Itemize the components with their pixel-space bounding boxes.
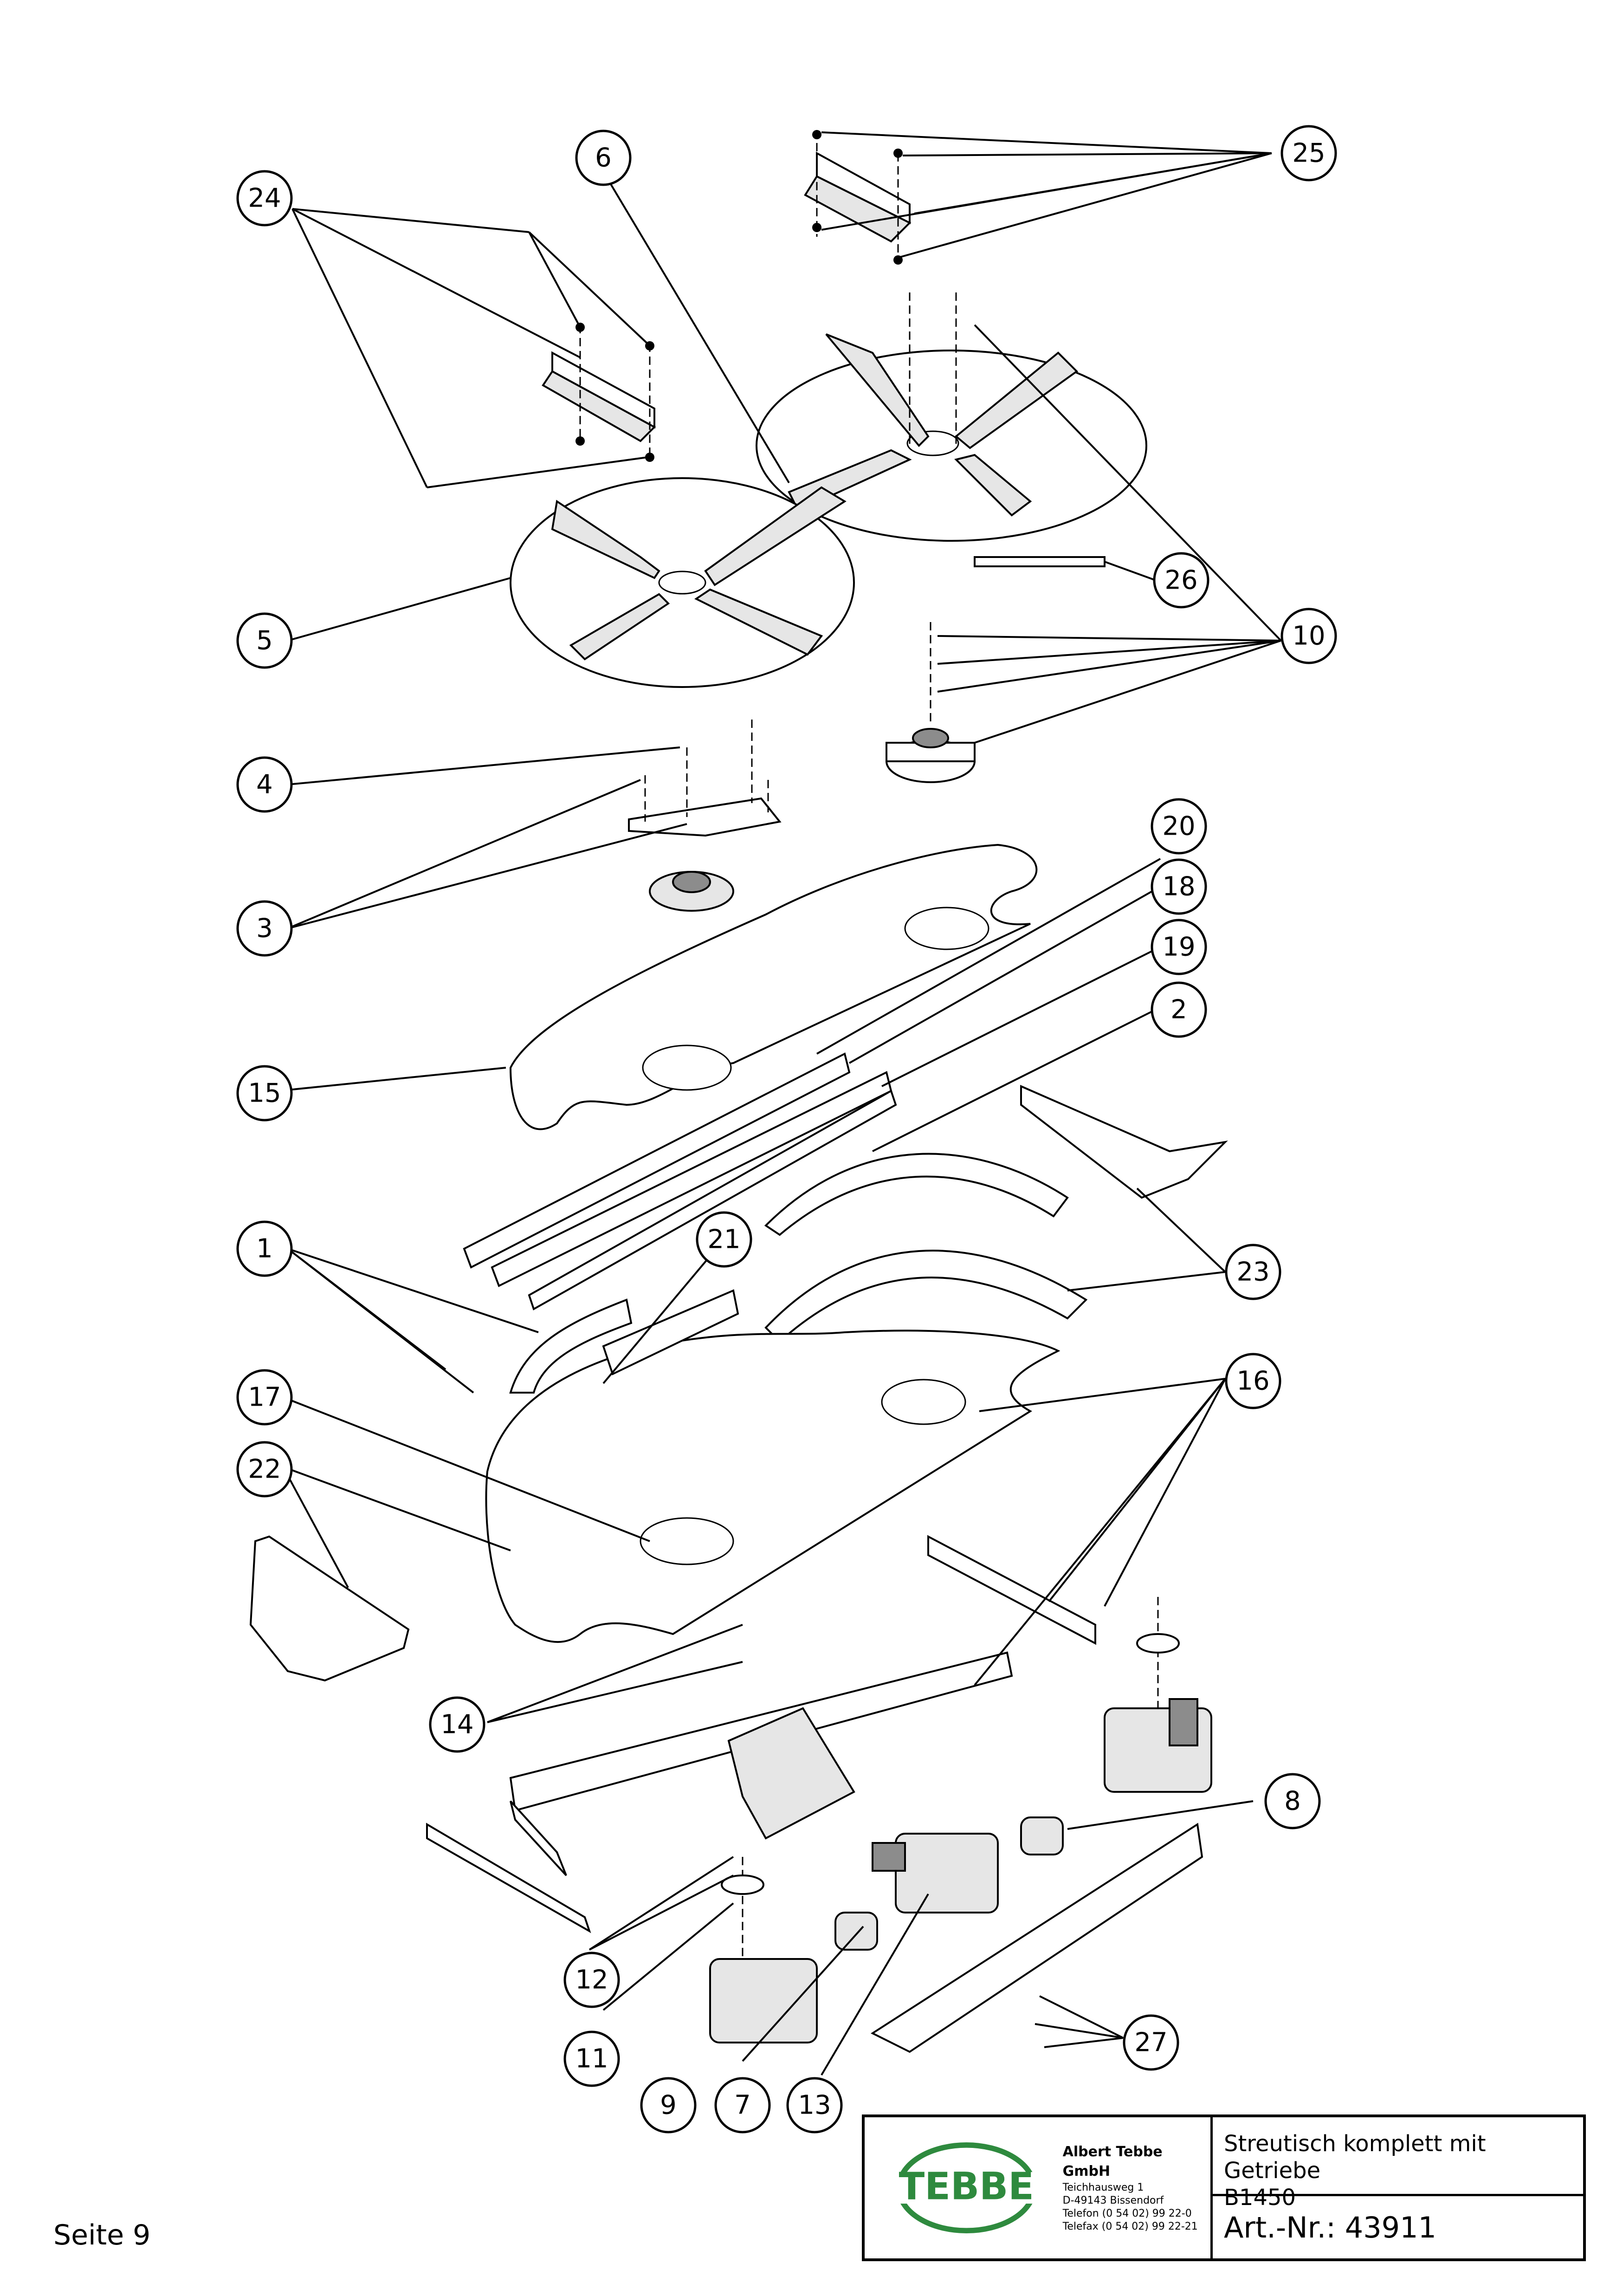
page-number: Seite 9 — [53, 2219, 151, 2251]
leader-lines — [278, 131, 1282, 2076]
callout-16: 16 — [1225, 1353, 1281, 1409]
part-mounting-plate — [628, 720, 782, 837]
callout-3: 3 — [236, 900, 293, 957]
svg-text:13: 13 — [798, 2090, 831, 2121]
part-spreader-disc-left — [510, 477, 855, 688]
svg-text:1: 1 — [256, 1234, 273, 1264]
svg-text:21: 21 — [707, 1225, 740, 1255]
part-coupling-left — [834, 1912, 878, 1951]
callout-2: 2 — [1151, 981, 1207, 1038]
svg-text:11: 11 — [575, 2044, 608, 2074]
part-hub — [886, 622, 976, 783]
description-line: Streutisch komplett mit Getriebe — [1224, 2131, 1486, 2184]
address-line: D-49143 Bissendorf — [1062, 2195, 1164, 2206]
svg-text:27: 27 — [1134, 2028, 1167, 2058]
callout-1: 1 — [236, 1220, 293, 1277]
svg-text:TEBBE: TEBBE — [899, 2164, 1034, 2208]
svg-text:18: 18 — [1162, 872, 1195, 902]
part-chassis — [426, 1535, 1096, 1933]
callout-4: 4 — [236, 756, 293, 813]
svg-text:8: 8 — [1284, 1786, 1301, 1816]
callout-5: 5 — [236, 612, 293, 669]
svg-text:23: 23 — [1236, 1257, 1269, 1287]
title-block-company: TEBBE Albert Tebbe GmbH Teichhausweg 1 D… — [865, 2117, 1213, 2258]
svg-text:2: 2 — [1170, 995, 1187, 1025]
part-gearbox-left — [709, 1857, 818, 2043]
part-gearbox-middle — [872, 1833, 999, 1913]
callout-27: 27 — [1123, 2014, 1179, 2071]
part-coupling-right — [1020, 1816, 1064, 1855]
part-bracket-top — [804, 130, 912, 265]
callout-25: 25 — [1280, 125, 1337, 182]
callout-11: 11 — [563, 2030, 620, 2087]
part-side-plate — [602, 1289, 739, 1375]
part-top-plate — [509, 843, 1038, 1130]
callout-22: 22 — [236, 1441, 293, 1498]
callout-12: 12 — [563, 1952, 620, 2008]
svg-text:10: 10 — [1292, 621, 1325, 651]
callout-20: 20 — [1151, 798, 1207, 855]
callout-13: 13 — [786, 2077, 843, 2134]
title-block-right: Streutisch komplett mit Getriebe B1450 A… — [1213, 2117, 1583, 2258]
callout-21: 21 — [696, 1211, 752, 1268]
company-name: Albert Tebbe GmbH — [1062, 2144, 1163, 2179]
part-bracket-left — [542, 323, 656, 462]
svg-text:3: 3 — [256, 914, 273, 944]
callout-26: 26 — [1153, 552, 1209, 609]
address-line: Teichhausweg 1 — [1062, 2182, 1144, 2193]
svg-text:6: 6 — [595, 143, 612, 173]
article-number: Art.-Nr.: 43911 — [1224, 2210, 1437, 2244]
callout-14: 14 — [429, 1696, 485, 1753]
svg-text:26: 26 — [1164, 565, 1197, 596]
callout-10: 10 — [1280, 608, 1337, 664]
svg-text:5: 5 — [256, 626, 273, 656]
svg-text:7: 7 — [734, 2090, 751, 2121]
svg-text:4: 4 — [256, 770, 273, 800]
svg-text:25: 25 — [1292, 138, 1325, 169]
callout-23: 23 — [1225, 1244, 1281, 1300]
svg-text:17: 17 — [248, 1382, 281, 1413]
part-rails — [463, 1052, 897, 1310]
callout-8: 8 — [1264, 1773, 1321, 1829]
callout-19: 19 — [1151, 919, 1207, 975]
callout-18: 18 — [1151, 858, 1207, 915]
tebbe-logo: TEBBE — [887, 2142, 1046, 2234]
svg-text:15: 15 — [248, 1078, 281, 1109]
fax-line: Telefax (0 54 02) 99 22-21 — [1062, 2221, 1198, 2232]
callout-17: 17 — [236, 1369, 293, 1426]
part-deflector-left — [249, 1535, 410, 1682]
part-spreader-disc-right — [756, 292, 1147, 542]
phone-line: Telefon (0 54 02) 99 22-0 — [1062, 2208, 1192, 2219]
svg-text:14: 14 — [440, 1710, 473, 1740]
part-bottom-guard — [870, 1823, 1203, 2053]
svg-text:16: 16 — [1236, 1366, 1269, 1396]
title-block: TEBBE Albert Tebbe GmbH Teichhausweg 1 D… — [862, 2114, 1586, 2261]
svg-text:19: 19 — [1162, 932, 1195, 962]
part-curved-strips — [764, 1153, 1088, 1343]
svg-text:22: 22 — [248, 1454, 281, 1485]
svg-text:9: 9 — [660, 2090, 677, 2121]
svg-text:12: 12 — [575, 1965, 608, 1995]
callout-15: 15 — [236, 1065, 293, 1122]
part-table-frame — [485, 1298, 1060, 1643]
part-gearbox-right — [1104, 1597, 1212, 1793]
company-address: Albert Tebbe GmbH Teichhausweg 1 D-49143… — [1063, 2142, 1210, 2233]
svg-text:20: 20 — [1162, 811, 1195, 842]
drawing-description: Streutisch komplett mit Getriebe B1450 — [1213, 2117, 1583, 2211]
part-strip — [974, 556, 1106, 567]
part-deflector-right — [1020, 1084, 1228, 1199]
callout-6: 6 — [575, 130, 632, 186]
callout-9: 9 — [640, 2077, 697, 2134]
svg-text:24: 24 — [248, 183, 281, 214]
callout-7: 7 — [714, 2077, 771, 2134]
description-line: B1450 — [1224, 2185, 1296, 2211]
callout-24: 24 — [236, 170, 293, 227]
